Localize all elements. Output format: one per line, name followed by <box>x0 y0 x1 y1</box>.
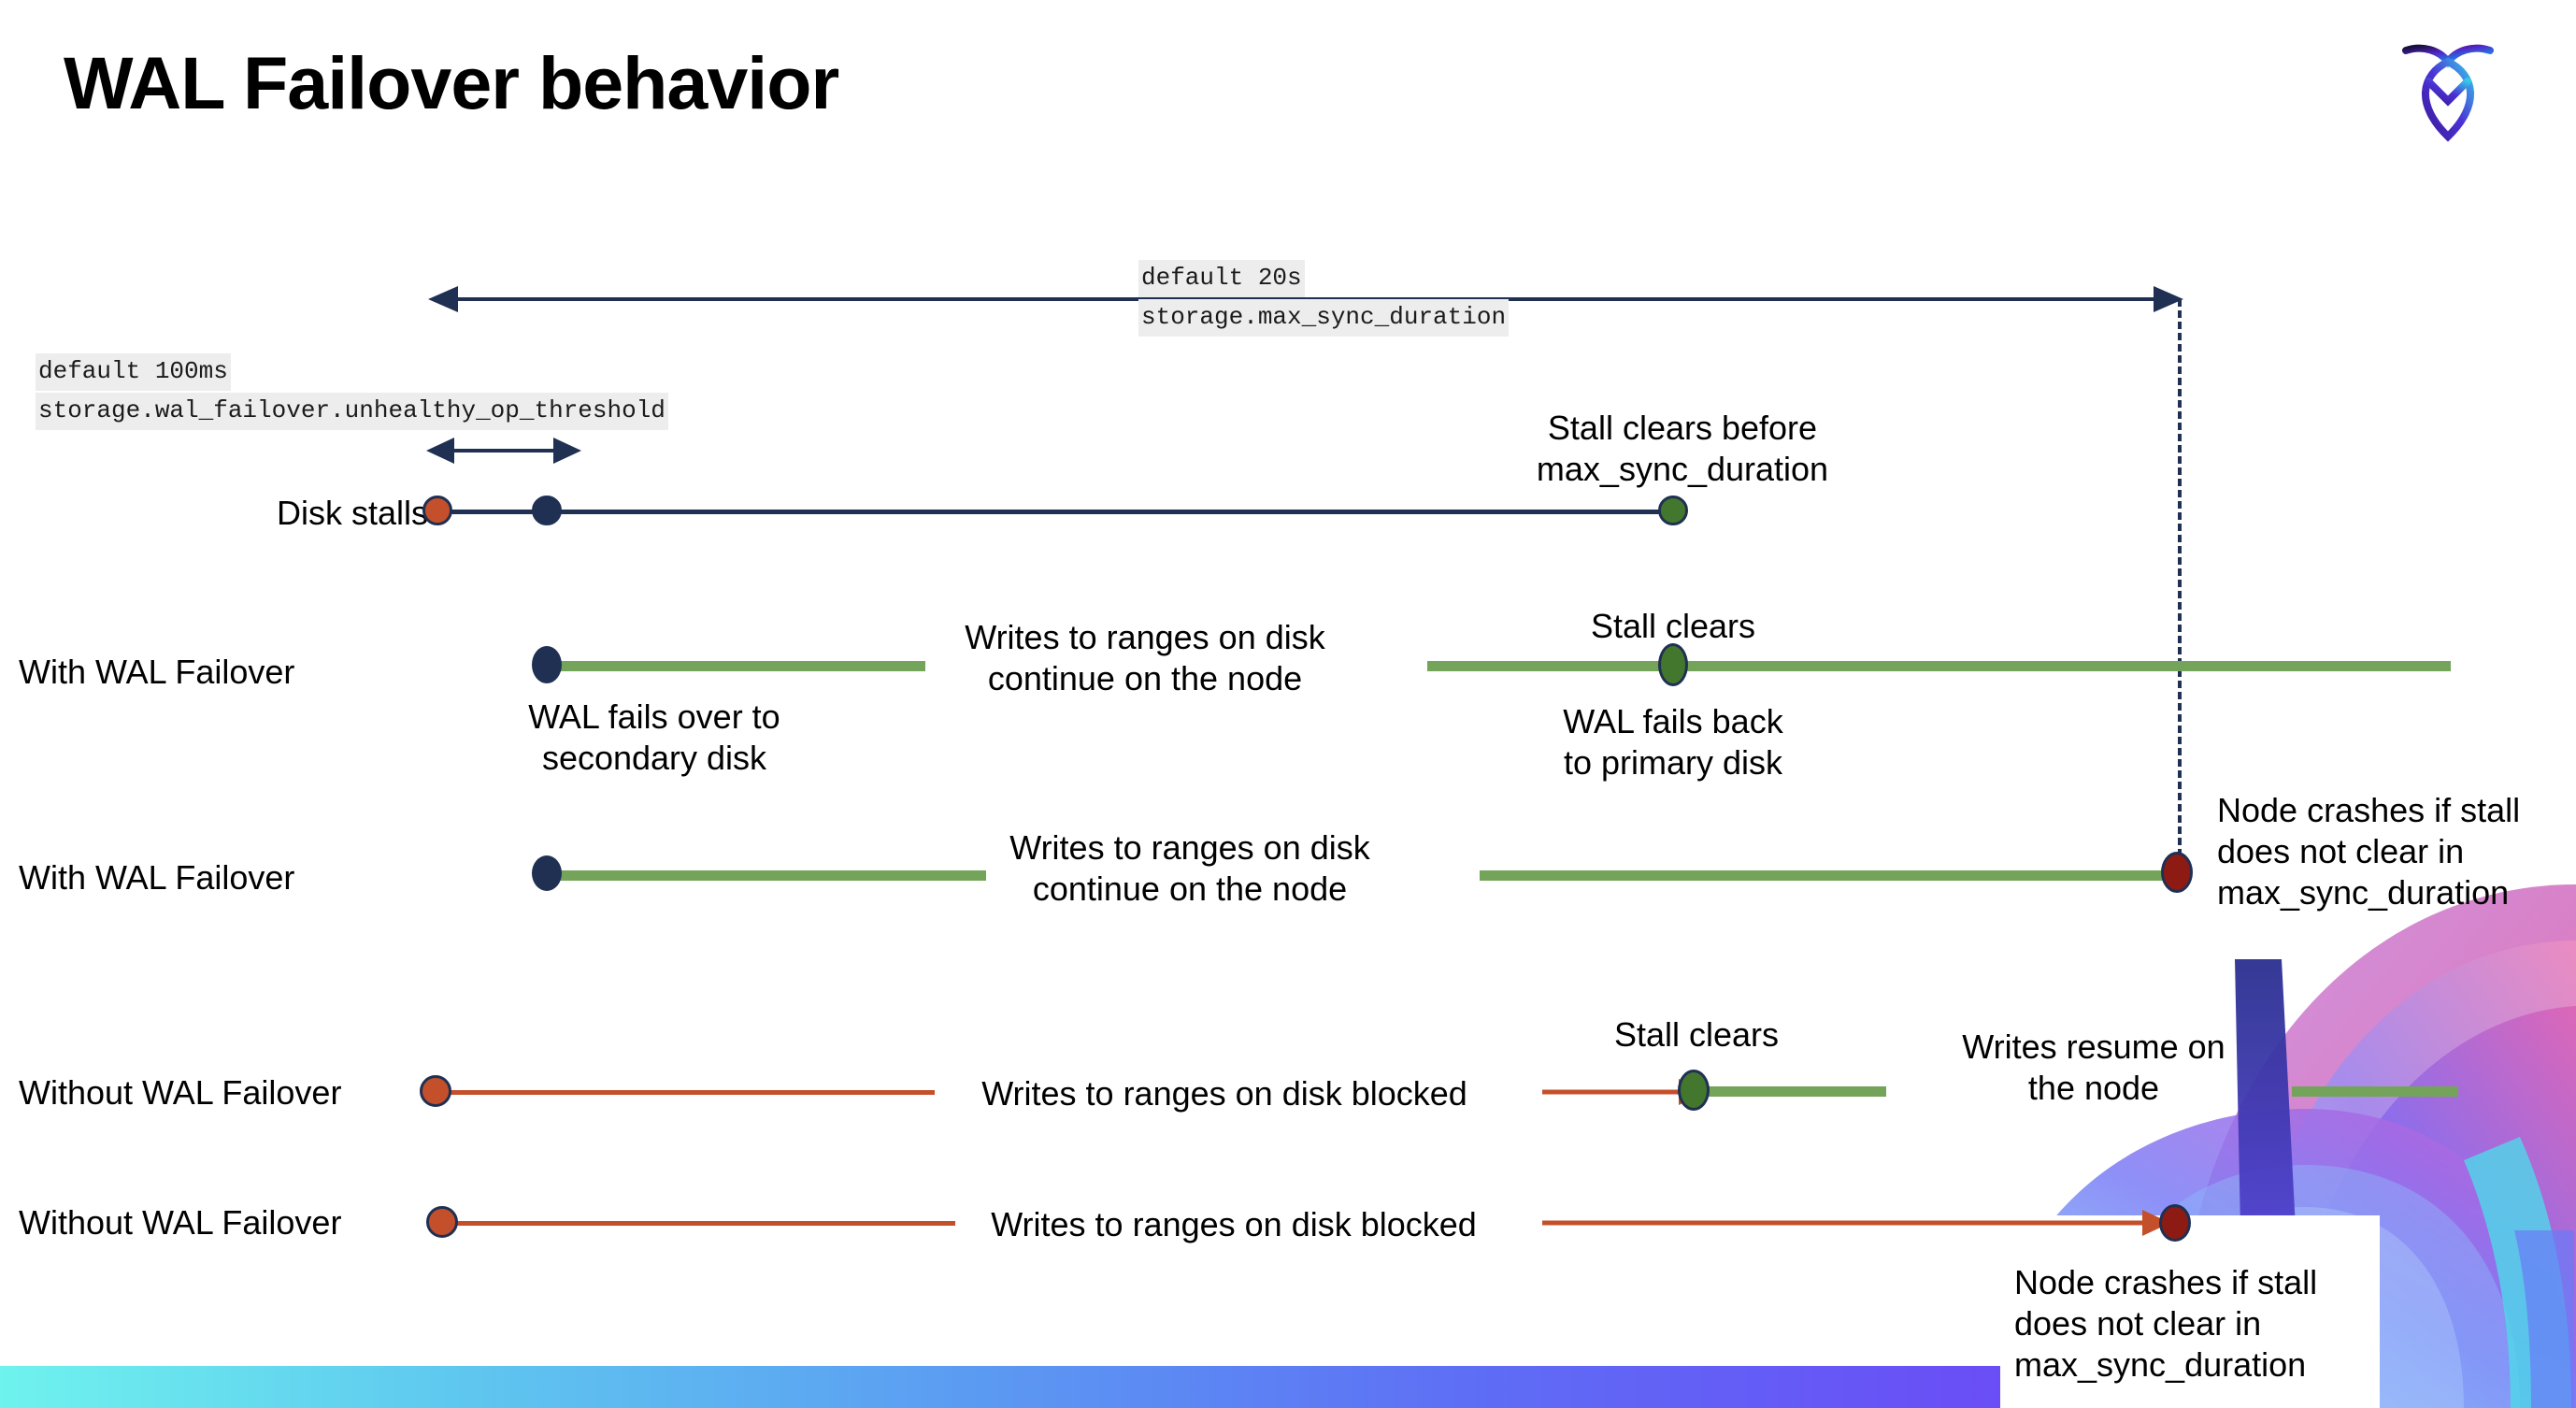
note-writes-resume: Writes resume on the node <box>1962 1027 2225 1107</box>
unhealthy-op-threshold-default-chip: default 100ms <box>36 353 231 391</box>
callout-mask <box>1957 1215 2380 1408</box>
note-node-crashes-2: Node crashes if stall does not clear in … <box>2014 1263 2318 1384</box>
without-failover-1-resume-line <box>1692 1086 1886 1097</box>
disk-stalls-start-dot <box>422 496 452 525</box>
with-failover-1-segment-b <box>1427 661 2451 671</box>
with-failover-2-segment-b <box>1480 870 2173 881</box>
max-sync-duration-setting-chip: storage.max_sync_duration <box>1138 299 1510 337</box>
row-label-with-wal-failover-1: With WAL Failover <box>19 653 295 691</box>
without-failover-1-resume-line-far <box>2292 1086 2458 1097</box>
max-sync-duration-default-chip: default 20s <box>1138 260 1305 297</box>
bottom-gradient-band <box>0 1366 2000 1408</box>
row-label-without-wal-failover-1: Without WAL Failover <box>19 1073 342 1112</box>
row-label-disk-stalls: Disk stalls <box>276 494 428 532</box>
with-failover-1-segment-a <box>547 661 925 671</box>
disk-stalls-clear-dot <box>1658 496 1688 525</box>
disk-stalls-timeline <box>438 510 1682 514</box>
without-failover-1-start-dot <box>420 1075 451 1107</box>
max-sync-duration-deadline-guide <box>2178 299 2182 879</box>
with-failover-2-failover-dot <box>532 855 562 891</box>
disk-stalls-failover-dot <box>532 496 562 525</box>
note-writes-continue-1: Writes to ranges on disk continue on the… <box>965 618 1325 697</box>
with-failover-1-clear-dot <box>1658 643 1688 686</box>
note-wal-fails-over: WAL fails over to secondary disk <box>528 697 780 777</box>
without-failover-1-blocked-line-a <box>444 1090 935 1095</box>
without-failover-1-clear-dot <box>1678 1070 1710 1111</box>
note-stall-clears-2: Stall clears <box>1613 1015 1780 1054</box>
without-failover-2-blocked-arrow <box>1542 1206 2187 1240</box>
cockroachdb-logo-icon <box>2393 30 2503 144</box>
note-stall-clears-1: Stall clears <box>1590 607 1756 645</box>
unhealthy-op-threshold-setting-chip: storage.wal_failover.unhealthy_op_thresh… <box>36 393 668 430</box>
row-label-with-wal-failover-2: With WAL Failover <box>19 858 295 897</box>
row-label-without-wal-failover-2: Without WAL Failover <box>19 1203 342 1242</box>
note-writes-blocked-2: Writes to ranges on disk blocked <box>991 1205 1477 1243</box>
without-failover-2-blocked-line-a <box>451 1221 955 1226</box>
without-failover-2-start-dot <box>426 1206 458 1238</box>
page-title: WAL Failover behavior <box>64 41 839 124</box>
note-node-crashes-1: Node crashes if stall does not clear in … <box>2217 791 2521 912</box>
note-stall-clears-before: Stall clears before max_sync_duration <box>1536 409 1829 488</box>
note-wal-fails-back: WAL fails back to primary disk <box>1563 702 1783 782</box>
with-failover-2-crash-dot <box>2161 852 2193 893</box>
unhealthy-op-threshold-span-arrow <box>421 432 589 469</box>
with-failover-1-failover-dot <box>532 646 562 683</box>
note-writes-blocked-1: Writes to ranges on disk blocked <box>981 1074 1467 1113</box>
without-failover-2-crash-dot <box>2159 1204 2191 1242</box>
note-writes-continue-2: Writes to ranges on disk continue on the… <box>1009 828 1370 908</box>
with-failover-2-segment-a <box>547 870 986 881</box>
